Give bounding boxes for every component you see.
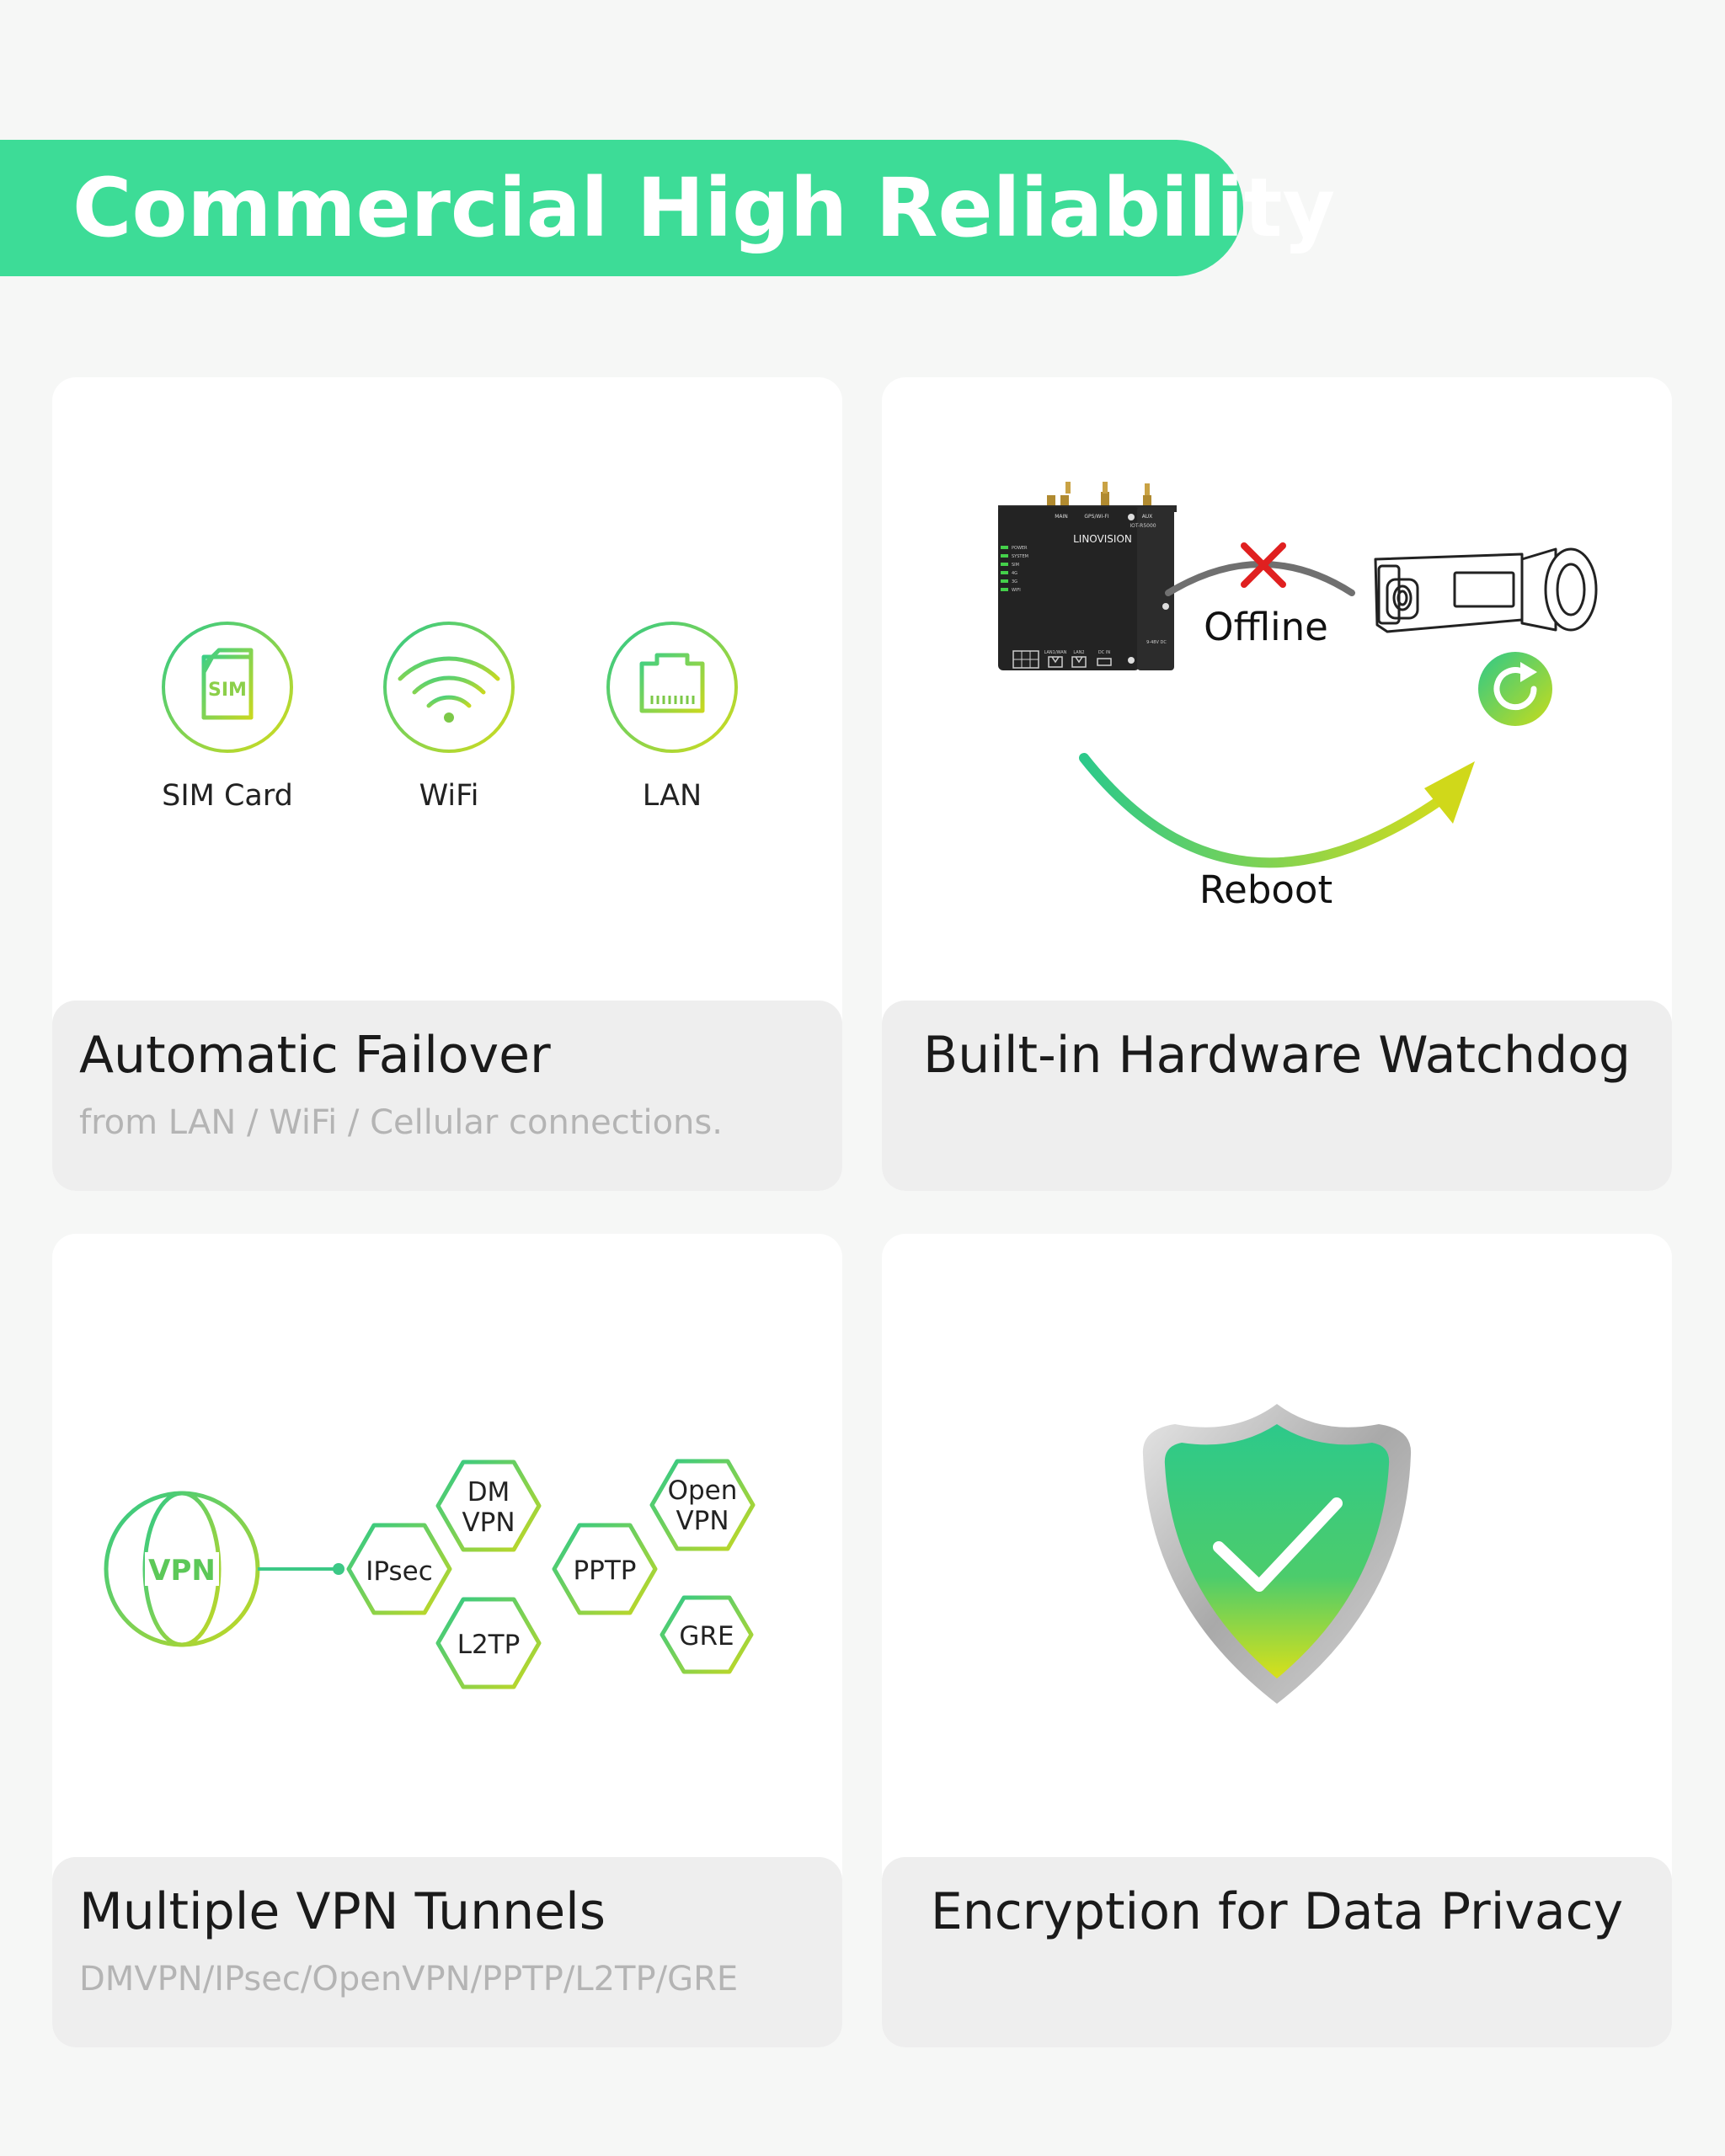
- port-label: LAN1/WAN: [1044, 650, 1067, 655]
- led-label: SYSTEM: [1012, 554, 1028, 559]
- led-label: 4G: [1012, 571, 1017, 576]
- card-title: Automatic Failover: [79, 1026, 551, 1085]
- globe-vpn-label: VPN: [148, 1554, 216, 1588]
- led-label: 3G: [1012, 579, 1017, 584]
- dmvpn-label: VPN: [462, 1508, 515, 1538]
- port-label: DC IN: [1098, 650, 1110, 655]
- card-footer: Multiple VPN Tunnels DMVPN/IPsec/OpenVPN…: [52, 1857, 842, 2047]
- antenna-label: GPS/WI-FI: [1084, 514, 1108, 520]
- page-title: Commercial High Reliability: [72, 161, 1336, 255]
- led-label: POWER: [1012, 546, 1028, 551]
- encryption-illustration: [1142, 1404, 1412, 1704]
- l2tp-hex: [435, 1597, 542, 1689]
- offline-label: Offline: [1204, 605, 1328, 649]
- reboot-label: Reboot: [1199, 867, 1332, 912]
- lan-port-icon: [606, 622, 738, 753]
- openvpn-label: VPN: [676, 1506, 729, 1536]
- dmvpn-label: DM: [467, 1477, 510, 1508]
- sim-card-label: SIM Card: [162, 779, 293, 813]
- power-spec: 9-48V DC: [1146, 640, 1167, 645]
- close-icon: [1241, 542, 1286, 588]
- reboot-icon: [1478, 652, 1552, 726]
- failover-illustration: SIM SIM Card WiFi LAN: [162, 622, 738, 813]
- pptp-hex: [552, 1523, 658, 1615]
- openvpn-label: Open: [668, 1476, 738, 1506]
- card-subtitle: from LAN / WiFi / Cellular connections.: [79, 1103, 723, 1142]
- card-footer: Built-in Hardware Watchdog: [882, 1001, 1672, 1191]
- sim-badge: SIM: [208, 680, 247, 701]
- router-brand: LINOVISION: [1073, 533, 1132, 545]
- wifi-label: WiFi: [419, 779, 479, 813]
- ipsec-label: IPsec: [366, 1556, 433, 1587]
- camera-icon: [1374, 547, 1598, 633]
- vpn-illustration: VPN IPsec DM VPN L2TP PPTP Open VPN GRE: [104, 1459, 756, 1689]
- card-title: Built-in Hardware Watchdog: [923, 1026, 1631, 1085]
- arrow-head: [1424, 761, 1475, 824]
- card-hardware-watchdog: MAIN GPS/WI-FI AUX LINOVISION IOT-R5000 …: [882, 377, 1672, 1191]
- card-encryption: Encryption for Data Privacy: [882, 1234, 1672, 2047]
- ipsec-hex: [346, 1523, 452, 1615]
- watchdog-illustration: MAIN GPS/WI-FI AUX LINOVISION IOT-R5000 …: [998, 482, 1598, 912]
- lan-label: LAN: [643, 779, 702, 813]
- router-image: MAIN GPS/WI-FI AUX LINOVISION IOT-R5000 …: [998, 482, 1177, 670]
- header-banner: Commercial High Reliability: [0, 140, 1335, 276]
- l2tp-label: L2TP: [457, 1630, 521, 1660]
- card-subtitle: DMVPN/IPsec/OpenVPN/PPTP/L2TP/GRE: [79, 1960, 739, 1999]
- card-vpn-tunnels: VPN IPsec DM VPN L2TP PPTP Open VPN GRE …: [52, 1234, 842, 2047]
- led-label: WIFI: [1012, 588, 1021, 593]
- gre-label: GRE: [679, 1621, 734, 1652]
- card-footer: Encryption for Data Privacy: [882, 1857, 1672, 2047]
- shield-check-icon: [1142, 1404, 1412, 1704]
- card-title: Multiple VPN Tunnels: [79, 1882, 606, 1941]
- gre-hex: [660, 1595, 754, 1674]
- antenna-label: MAIN: [1055, 514, 1068, 520]
- openvpn-hex: [649, 1459, 756, 1551]
- card-automatic-failover: SIM SIM Card WiFi LAN Automatic Failover: [52, 377, 842, 1191]
- card-footer: Automatic Failover from LAN / WiFi / Cel…: [52, 1001, 842, 1191]
- reboot-arrow: [1079, 753, 1460, 868]
- sim-card-icon: SIM: [162, 622, 293, 753]
- antenna-label: AUX: [1142, 514, 1153, 520]
- dmvpn-hex: [435, 1460, 542, 1552]
- wifi-icon: [383, 622, 515, 753]
- card-title: Encryption for Data Privacy: [930, 1882, 1624, 1941]
- port-label: LAN2: [1073, 650, 1084, 655]
- router-model: IOT-R5000: [1130, 523, 1156, 529]
- led-label: SIM: [1012, 563, 1019, 568]
- pptp-label: PPTP: [573, 1556, 636, 1586]
